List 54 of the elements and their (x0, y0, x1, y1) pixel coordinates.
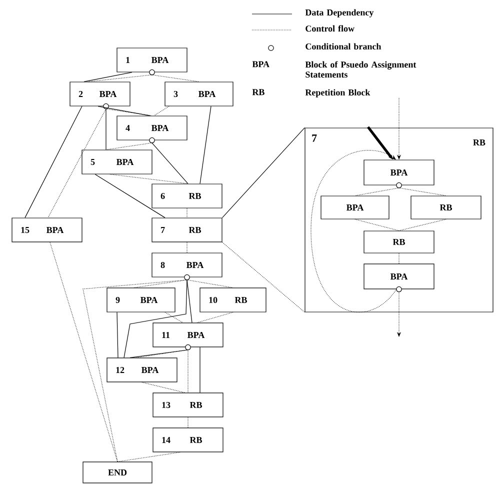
block-box: 9 BPA (106, 288, 176, 312)
data-dependency-line (116, 312, 118, 358)
block-box: 13 RB (152, 392, 224, 418)
block-box: 14 RB (152, 428, 224, 452)
block-box: 2 BPA (70, 82, 130, 106)
control-flow-line (398, 252, 400, 264)
control-flow-line (50, 242, 118, 462)
control-flow-line (186, 208, 188, 218)
control-flow-line (398, 218, 446, 231)
block-box: RB (410, 196, 482, 220)
control-flow-line (106, 142, 152, 150)
control-flow-line (110, 174, 188, 184)
control-flow-line (82, 280, 188, 462)
legend-text: Data Dependency (305, 9, 374, 18)
control-flow-line (88, 74, 152, 82)
legend-text: Repetition Block (305, 89, 370, 98)
control-flow-line (154, 106, 170, 116)
block-box: 15 BPA (12, 218, 82, 242)
data-dependency-line (200, 106, 212, 184)
legend-text: Conditional branch (306, 43, 382, 50)
data-dependency-line (152, 142, 188, 184)
block-box: 8 BPA (152, 252, 222, 278)
data-dependency-line (186, 280, 192, 323)
block-box: 7 RB (152, 218, 222, 242)
control-flow-line (117, 452, 180, 462)
control-flow-line (164, 312, 184, 323)
control-flow-line (186, 242, 188, 253)
zoom-line (222, 127, 305, 218)
data-dependency-line (124, 280, 188, 358)
zoom-line (222, 242, 305, 313)
block-box: 10 RB (200, 288, 266, 312)
data-dependency-line (98, 106, 150, 116)
end-box: END (82, 462, 152, 484)
abbreviation-text: RB (252, 89, 264, 96)
arrow (310, 150, 397, 312)
block-box: 1 BPA (116, 48, 188, 72)
block-box: 12 BPA (106, 358, 178, 382)
data-dependency-line (24, 106, 82, 218)
block-box: 4 BPA (116, 116, 188, 140)
control-flow-line (106, 108, 152, 116)
block-box: BPA (364, 264, 434, 290)
data-dependency-line (84, 72, 132, 82)
block-box: RB (364, 230, 434, 254)
legend-text: Block of Psuedo Assignment Statements (305, 61, 416, 78)
block-box: 11 BPA (152, 322, 224, 348)
block-box: 5 BPA (82, 150, 152, 174)
abbreviation-text: BPA (252, 61, 270, 68)
legend-text: Control flow (306, 25, 354, 32)
block-box: 6 RB (152, 184, 222, 208)
block-box: BPA (320, 196, 390, 220)
control-flow-line (48, 108, 106, 218)
block-box: BPA (364, 160, 434, 186)
block-box: 3 BPA (164, 82, 234, 106)
data-dependency-line (94, 174, 166, 218)
